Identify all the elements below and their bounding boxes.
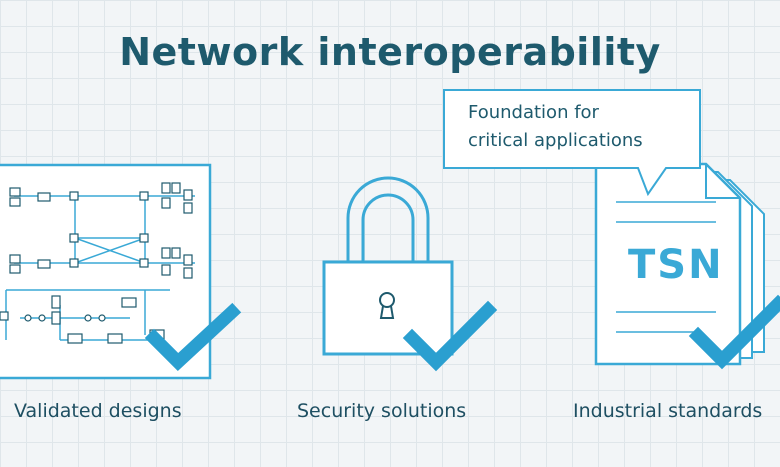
checkmark-icon-3 xyxy=(688,294,780,370)
callout-line-1: Foundation for xyxy=(468,102,599,123)
industrial-standards-label: Industrial standards xyxy=(573,400,763,422)
validated-designs-label: Validated designs xyxy=(14,400,182,422)
security-solutions-label: Security solutions xyxy=(297,400,467,422)
checkmark-icon-1 xyxy=(144,302,242,372)
callout-box: Foundation for critical applications xyxy=(468,99,643,155)
callout-line-2: critical applications xyxy=(468,130,643,151)
checkmark-icon-2 xyxy=(402,300,498,372)
page-title: Network interoperability xyxy=(119,30,661,74)
tsn-text: TSN xyxy=(628,242,724,288)
